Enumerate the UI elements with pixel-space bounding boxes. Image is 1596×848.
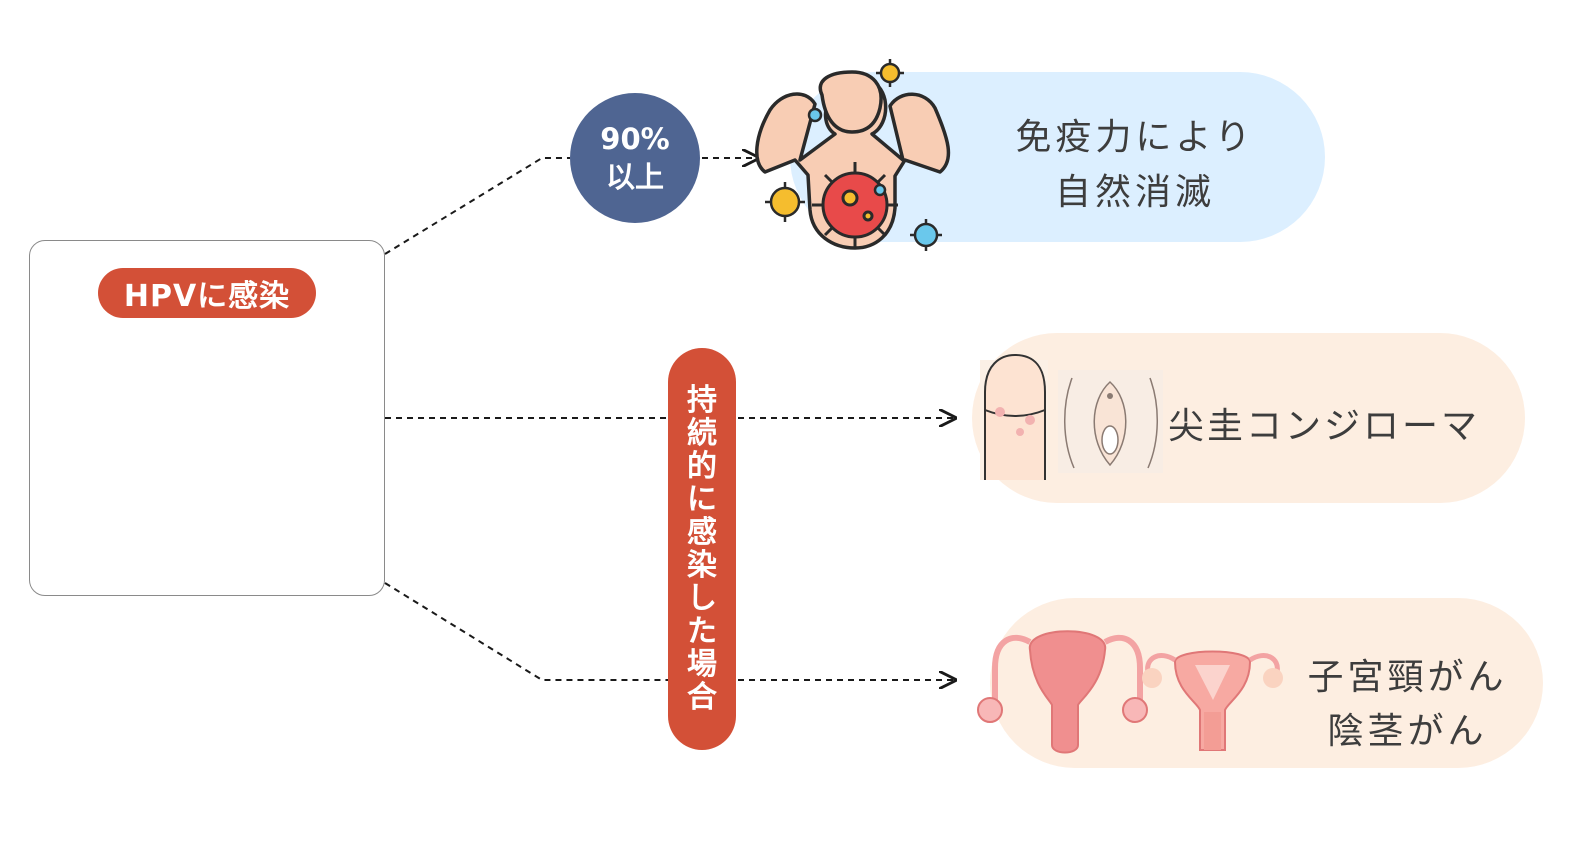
- outcome-penile-cancer: 陰茎がん: [1327, 711, 1488, 752]
- connector-top: [384, 157, 570, 255]
- virus-icon: [765, 59, 942, 251]
- probability-badge: 90% 以上: [570, 93, 700, 223]
- condition-char: し: [687, 581, 717, 616]
- outcome-cervical-cancer: 子宮頸がん: [1307, 657, 1508, 698]
- condition-char: 場: [687, 647, 717, 682]
- probability-value: 90%: [600, 122, 670, 156]
- vulva-icon: [1058, 370, 1163, 473]
- condition-char: に: [687, 482, 717, 517]
- probability-qualifier: 以上: [605, 160, 664, 194]
- condition-char: 持: [687, 383, 717, 418]
- persistent-infection-condition: 持 続 的 に 感 染 し た 場 合: [668, 348, 736, 750]
- condition-char: 的: [687, 449, 717, 484]
- condition-char: 続: [687, 416, 717, 451]
- outcome-natural-clearance-line1: 免疫力により: [1015, 117, 1255, 158]
- uterus-front-icon: [977, 630, 1148, 754]
- hpv-infection-label: HPVに感染: [98, 268, 316, 318]
- condition-char: 合: [687, 680, 717, 715]
- penis-icon: [980, 353, 1048, 480]
- condition-char: た: [687, 614, 717, 649]
- connector-bottom: [384, 582, 668, 681]
- virus-icon: [812, 162, 898, 248]
- condition-char: 感: [687, 515, 717, 550]
- outcome-condyloma: 尖圭コンジローマ: [1168, 406, 1481, 447]
- condition-char: 染: [687, 548, 717, 583]
- outcome-natural-clearance-line2: 自然消滅: [1054, 172, 1215, 213]
- uterus-section-icon: [1142, 650, 1283, 751]
